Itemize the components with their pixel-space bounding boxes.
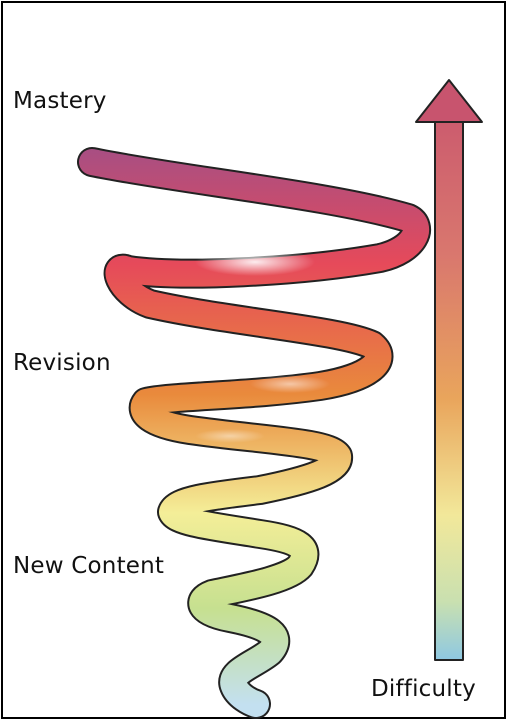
spiral-ribbon-icon — [77, 147, 431, 719]
label-new-content: New Content — [13, 553, 165, 579]
up-arrow-icon — [415, 79, 483, 661]
label-difficulty: Difficulty — [371, 676, 476, 702]
label-mastery: Mastery — [13, 88, 107, 114]
label-revision: Revision — [13, 350, 111, 376]
